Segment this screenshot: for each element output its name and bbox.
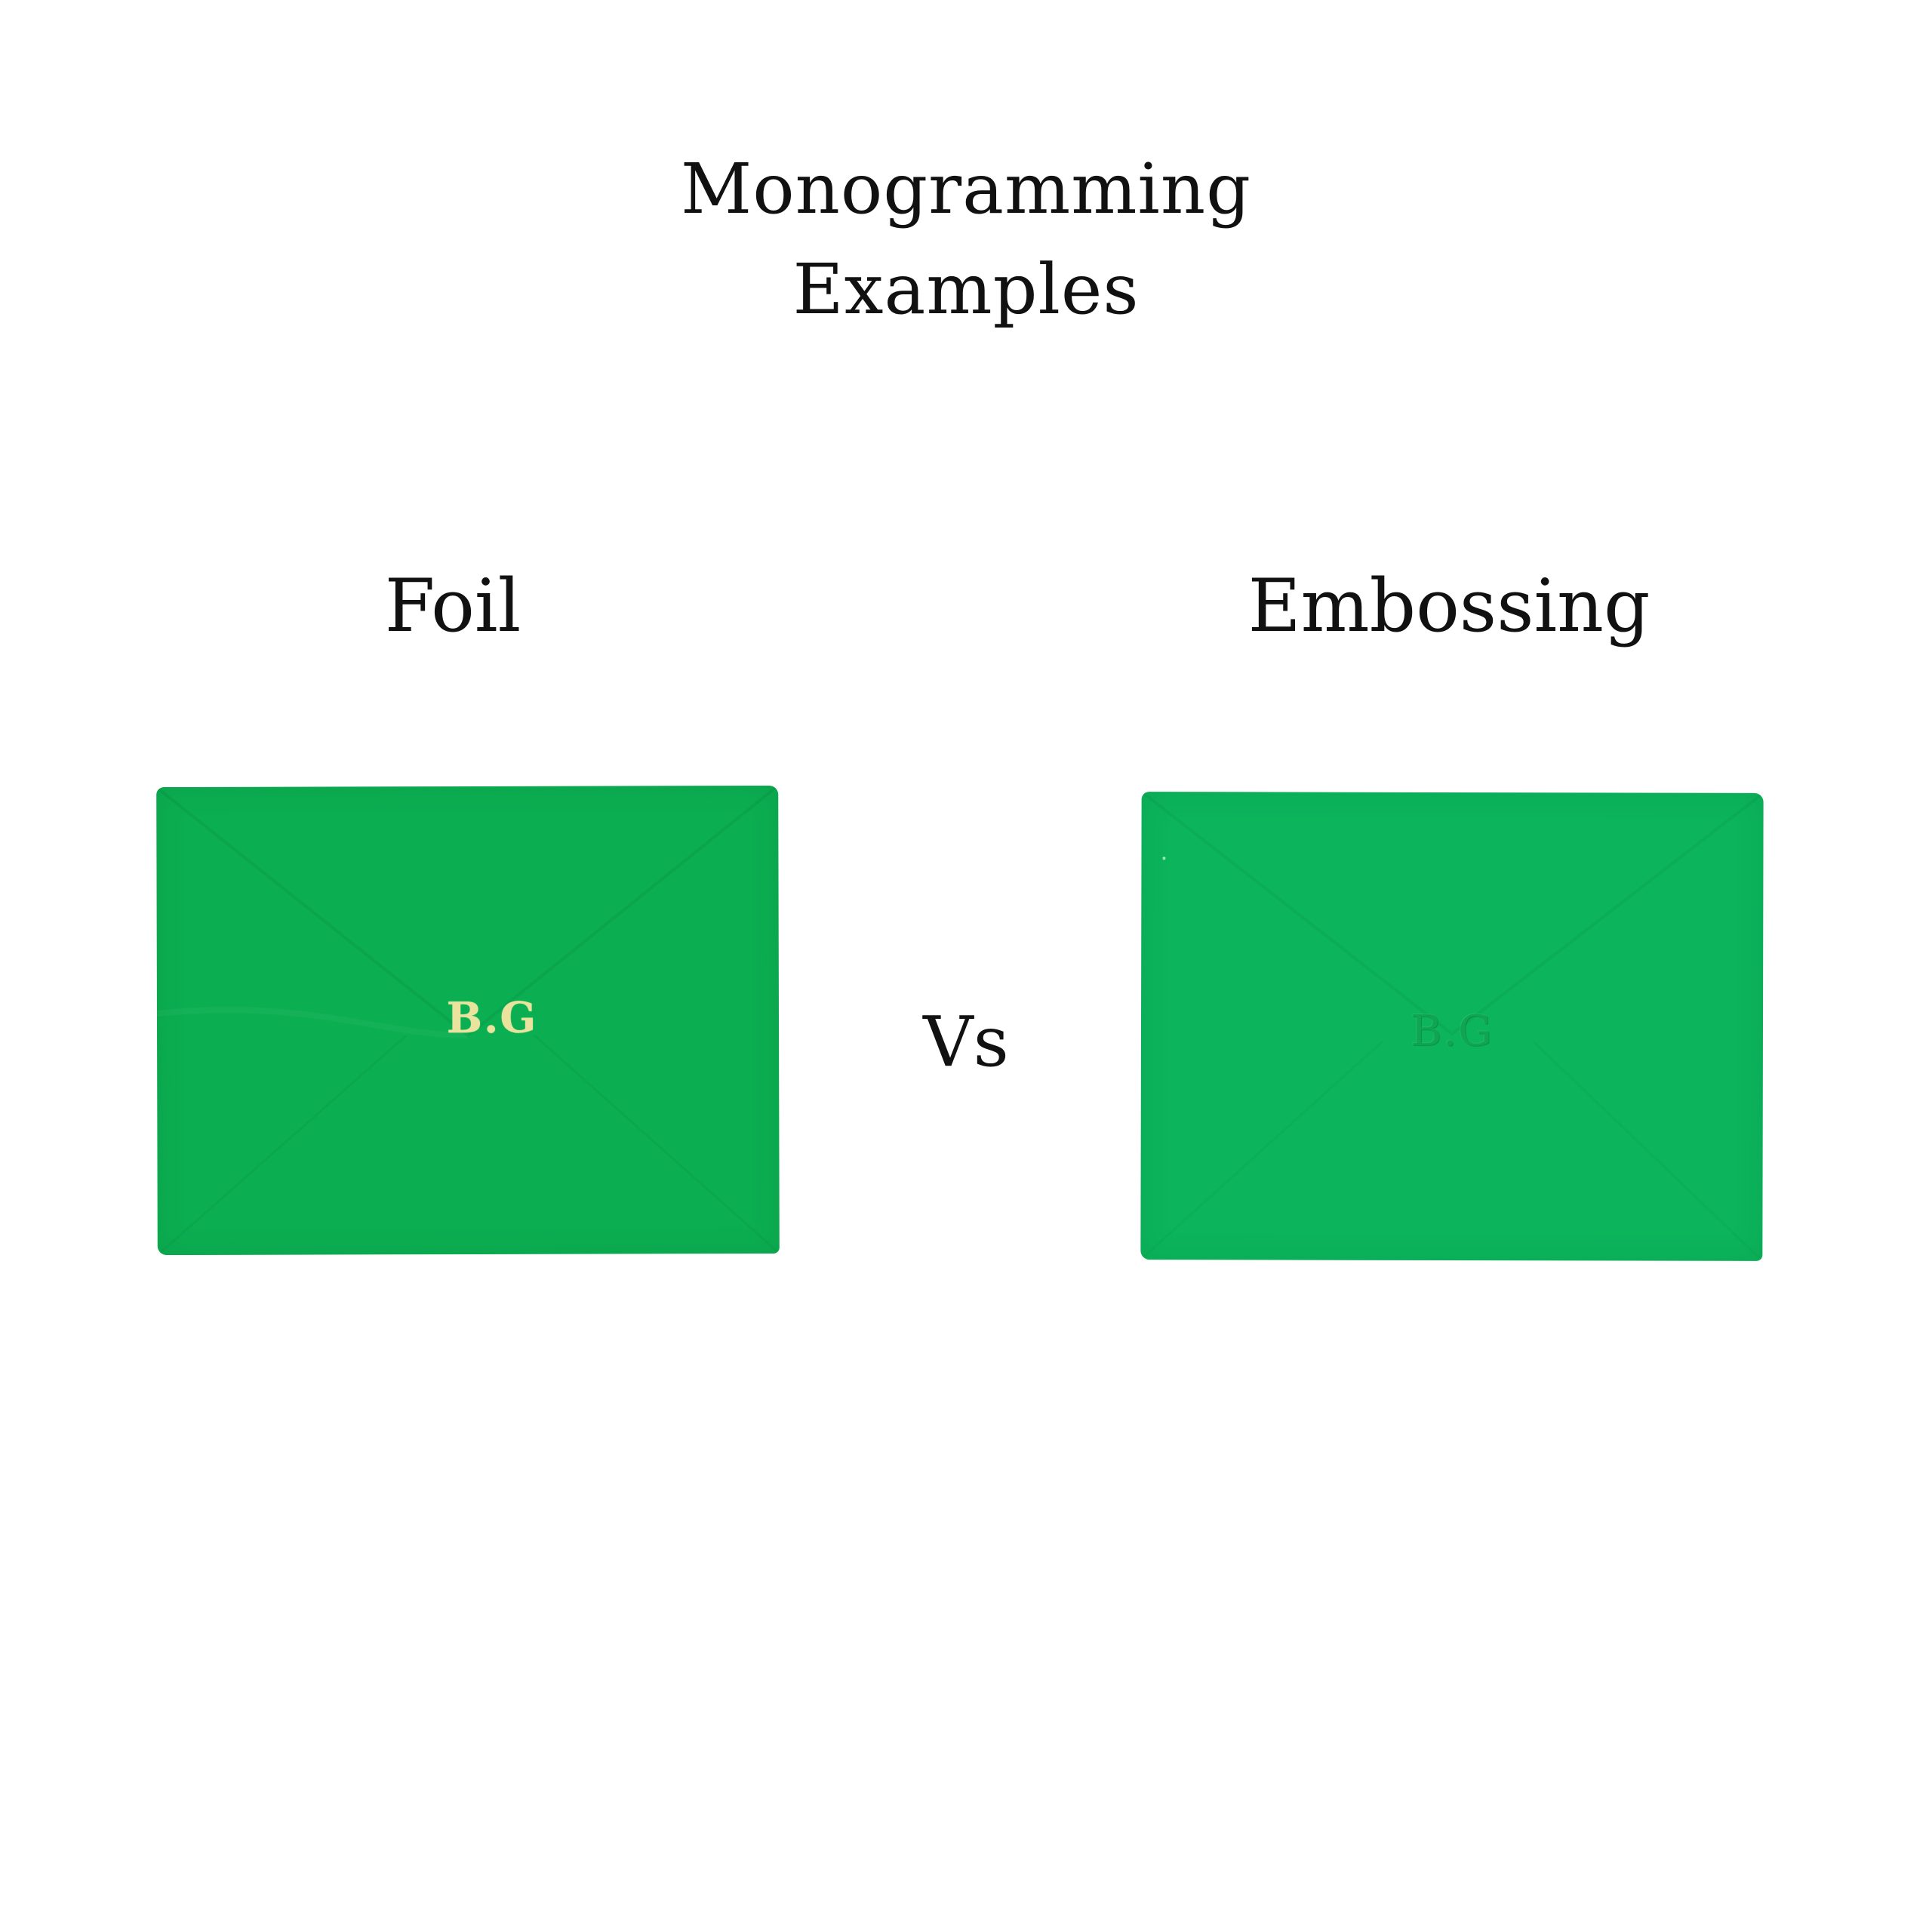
foil-heading: Foil (384, 564, 521, 648)
page-title-line-2: Examples (792, 249, 1140, 330)
embossing-example-card: B.G (1140, 792, 1764, 1261)
card-texture (156, 785, 780, 1256)
card-texture (1140, 792, 1764, 1261)
embossing-heading: Embossing (1247, 564, 1651, 648)
embossing-monogram: B.G (1411, 1006, 1494, 1057)
foil-monogram: B.G (446, 992, 538, 1044)
foil-example-card: B.G (156, 785, 780, 1256)
page-title-line-1: Monogramming (681, 149, 1251, 229)
versus-label: Vs (923, 1001, 1009, 1082)
